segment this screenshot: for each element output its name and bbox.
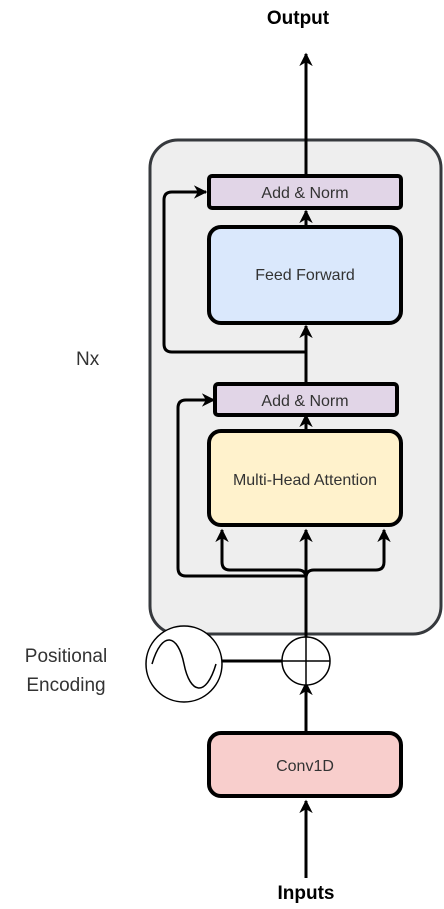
sum-node-icon	[281, 636, 331, 686]
feed-forward-box	[207, 225, 403, 325]
positional-encoding-label-line1: Positional	[25, 646, 107, 667]
conv1d-label: Conv1D	[276, 758, 334, 775]
multi-head-attention-label: Multi-Head Attention	[233, 472, 377, 489]
multi-head-attention-box	[207, 429, 403, 527]
attention-input-v	[304, 528, 391, 579]
add-norm-bottom-box	[213, 382, 399, 417]
sine-wave-icon	[145, 625, 223, 703]
add-norm-bottom-label: Add & Norm	[261, 393, 348, 410]
add-norm-top-label: Add & Norm	[261, 185, 348, 202]
nx-label: Nx	[76, 349, 100, 370]
residual-connection-bottom	[176, 393, 306, 578]
positional-encoding-label-line2: Encoding	[26, 675, 105, 696]
inputs-label: Inputs	[278, 883, 335, 904]
output-label: Output	[267, 8, 330, 29]
feed-forward-label: Feed Forward	[255, 267, 355, 284]
conv1d-box	[207, 731, 403, 798]
residual-connection-top	[162, 185, 306, 354]
add-norm-top-box	[207, 174, 403, 210]
